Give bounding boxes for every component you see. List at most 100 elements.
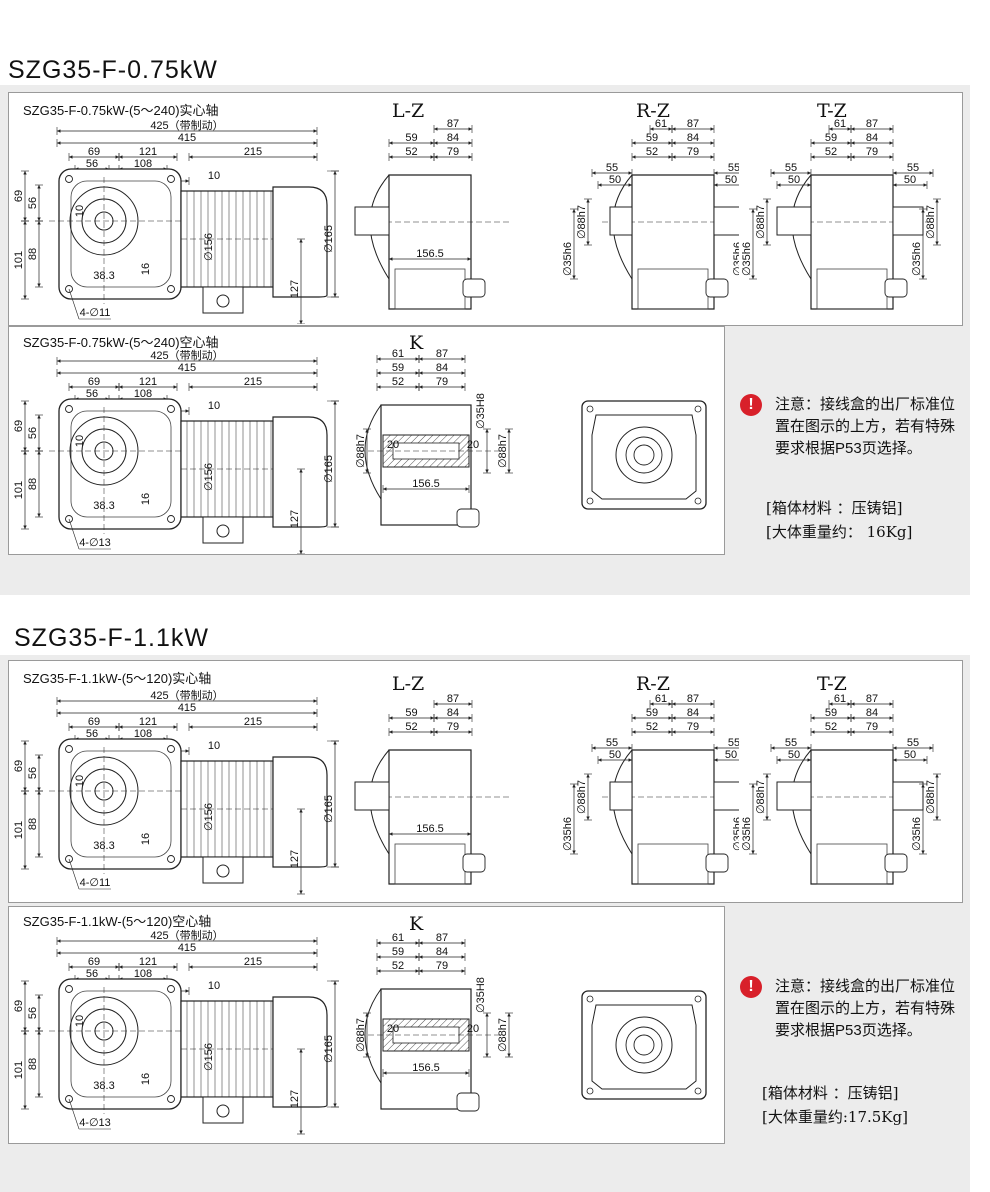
dimension-label: 61 xyxy=(392,349,404,360)
bolt-hole xyxy=(65,175,73,183)
dimension-label: 61 xyxy=(655,119,667,130)
dimension-label: ∅35h6 xyxy=(732,242,739,276)
view-label-rz: R-Z xyxy=(636,673,670,695)
dimension-label: 87 xyxy=(447,694,459,705)
dimension-label: 79 xyxy=(687,146,699,158)
label-backing xyxy=(645,722,659,731)
label-backing xyxy=(404,133,419,142)
label-backing xyxy=(906,738,920,747)
label-backing xyxy=(833,694,847,703)
cable-gland xyxy=(705,278,729,298)
label-backing xyxy=(608,175,622,184)
label-backing xyxy=(654,119,668,128)
dimension-label: 425（带制动） xyxy=(150,119,223,132)
dimension-label: ∅165 xyxy=(323,795,335,823)
label-backing xyxy=(409,479,443,488)
bolt-hole xyxy=(65,405,73,413)
label-backing xyxy=(176,943,198,952)
label-backing xyxy=(435,363,449,372)
dimension-label: 127 xyxy=(289,1090,301,1108)
label-backing xyxy=(824,708,838,717)
dimension-label: 69 xyxy=(88,716,100,728)
label-backing xyxy=(176,703,198,712)
housing-curve xyxy=(364,404,382,500)
label-backing xyxy=(132,729,154,738)
dimension-label: 127 xyxy=(289,850,301,868)
dimension-label: ∅156 xyxy=(203,1043,215,1071)
section-title-1: SZG35-F-0.75kW xyxy=(2,56,224,85)
dimension-label: 88 xyxy=(27,818,39,830)
flange-boss xyxy=(615,1016,673,1074)
label-backing xyxy=(242,717,264,726)
dimension-label: 425（带制动） xyxy=(150,349,223,362)
line xyxy=(68,518,80,550)
label-backing xyxy=(137,957,159,966)
dimension-label: ∅35H8 xyxy=(475,977,487,1013)
flange-rib xyxy=(591,414,697,500)
dimension-label: 10 xyxy=(74,205,86,217)
label-backing xyxy=(787,750,801,759)
output-shaft-right xyxy=(713,781,739,811)
dimension-label: 50 xyxy=(725,174,737,186)
bolt-hole xyxy=(167,745,175,753)
label-backing xyxy=(87,717,101,726)
label-backing xyxy=(906,163,920,172)
dimension-label: 61 xyxy=(834,694,846,705)
dimension-label: 52 xyxy=(825,721,837,733)
solid-shaft-box-1: SZG35-F-0.75kW-(5～240)实心轴 L-Z R-Z T-Z 42… xyxy=(8,92,963,326)
solid-shaft-title: SZG35-F-0.75kW-(5～240)实心轴 xyxy=(23,103,219,118)
dimension-label: 55 xyxy=(907,162,919,174)
dimension-label: 79 xyxy=(436,376,448,388)
dimension-label: 38.3 xyxy=(93,270,114,282)
dimension-label: 108 xyxy=(134,158,152,170)
dimension-label: 55 xyxy=(785,162,797,174)
output-shaft-left xyxy=(354,781,390,811)
label-backing xyxy=(446,694,460,703)
dimension-label: 55 xyxy=(728,737,739,749)
housing-side xyxy=(631,749,715,885)
label-backing xyxy=(865,694,879,703)
housing-side xyxy=(810,749,894,885)
label-backing xyxy=(242,377,264,386)
housing-side xyxy=(388,749,472,885)
dimension-label: 56 xyxy=(27,767,39,779)
dimension-label: ∅165 xyxy=(323,225,335,253)
dimension-label: 56 xyxy=(86,968,98,980)
dimension-label: 156.5 xyxy=(416,823,444,835)
terminal-box xyxy=(202,1096,244,1124)
dimension-label: 4-∅11 xyxy=(80,307,111,319)
dimension-label: 61 xyxy=(655,694,667,705)
dimension-label: 50 xyxy=(609,749,621,761)
label-backing xyxy=(132,969,154,978)
dimension-label: 16 xyxy=(140,833,152,845)
dimension-label: 127 xyxy=(289,280,301,298)
dimension-label: 101 xyxy=(13,1061,25,1079)
bolt-hole xyxy=(167,515,175,523)
label-backing xyxy=(391,947,405,956)
label-backing xyxy=(686,694,700,703)
label-backing xyxy=(87,377,101,386)
label-backing xyxy=(85,729,99,738)
dimension-label: 20 xyxy=(467,1023,479,1035)
housing-side xyxy=(631,174,715,310)
dimension-label: 84 xyxy=(447,707,459,719)
dimension-label: 20 xyxy=(387,439,399,451)
dimension-label: 50 xyxy=(788,174,800,186)
dimension-label: ∅88h7 xyxy=(576,780,588,814)
dimension-label: 84 xyxy=(687,132,699,144)
gearbox-inner-outline xyxy=(70,750,172,858)
dimension-label: 20 xyxy=(387,1023,399,1035)
label-backing xyxy=(645,147,659,156)
terminal-box xyxy=(202,856,244,884)
label-backing xyxy=(865,722,879,731)
dimension-label: 84 xyxy=(866,132,878,144)
bolt-hole xyxy=(167,285,175,293)
dimension-label: 84 xyxy=(436,362,448,374)
label-backing xyxy=(409,1063,443,1072)
label-backing xyxy=(654,694,668,703)
view-label-tz: T-Z xyxy=(817,100,847,122)
